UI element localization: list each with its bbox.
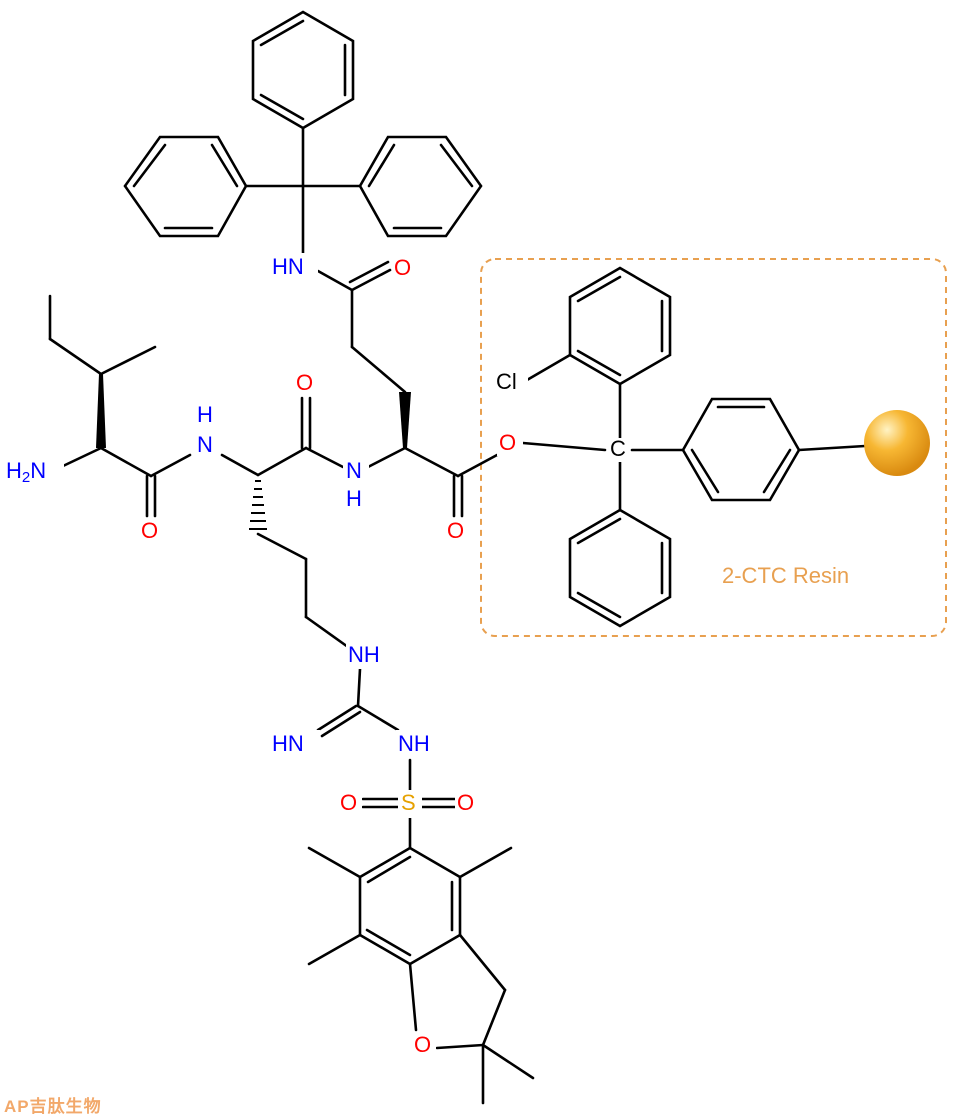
label-o-ester: O	[499, 430, 516, 455]
label-s: S	[401, 790, 416, 815]
resin-bead	[864, 410, 930, 476]
resin-label: 2-CTC Resin	[722, 563, 849, 588]
label-o-side: O	[394, 255, 411, 280]
label-nh-ile-arg: N	[197, 432, 213, 457]
label-nh-bottom-h: H	[346, 486, 362, 511]
atom-labels: H2N H N O O N H O O C Cl HN O NH HN NH S…	[4, 253, 849, 1060]
bond-network	[48, 10, 867, 1105]
label-o-s-right: O	[457, 790, 474, 815]
watermark-logo: AP吉肽生物	[4, 1097, 102, 1116]
label-nh-top-h: H	[197, 402, 213, 427]
label-nh-guan: NH	[348, 642, 380, 667]
label-h2n: H2N	[6, 458, 46, 486]
label-nh-sulfonyl: NH	[398, 731, 430, 756]
label-hn-trt: HN	[272, 254, 304, 279]
label-cl: Cl	[496, 369, 517, 394]
resin-box	[480, 258, 947, 637]
label-o-ester-carbonyl: O	[447, 518, 464, 543]
label-nh-arg-gln: N	[346, 458, 362, 483]
label-o-s-left: O	[340, 790, 357, 815]
label-o-furan: O	[414, 1032, 431, 1057]
label-c-trityl: C	[610, 436, 626, 461]
label-hn-imine: HN	[272, 731, 304, 756]
label-o-arg: O	[296, 370, 313, 395]
label-o-ile: O	[141, 518, 158, 543]
